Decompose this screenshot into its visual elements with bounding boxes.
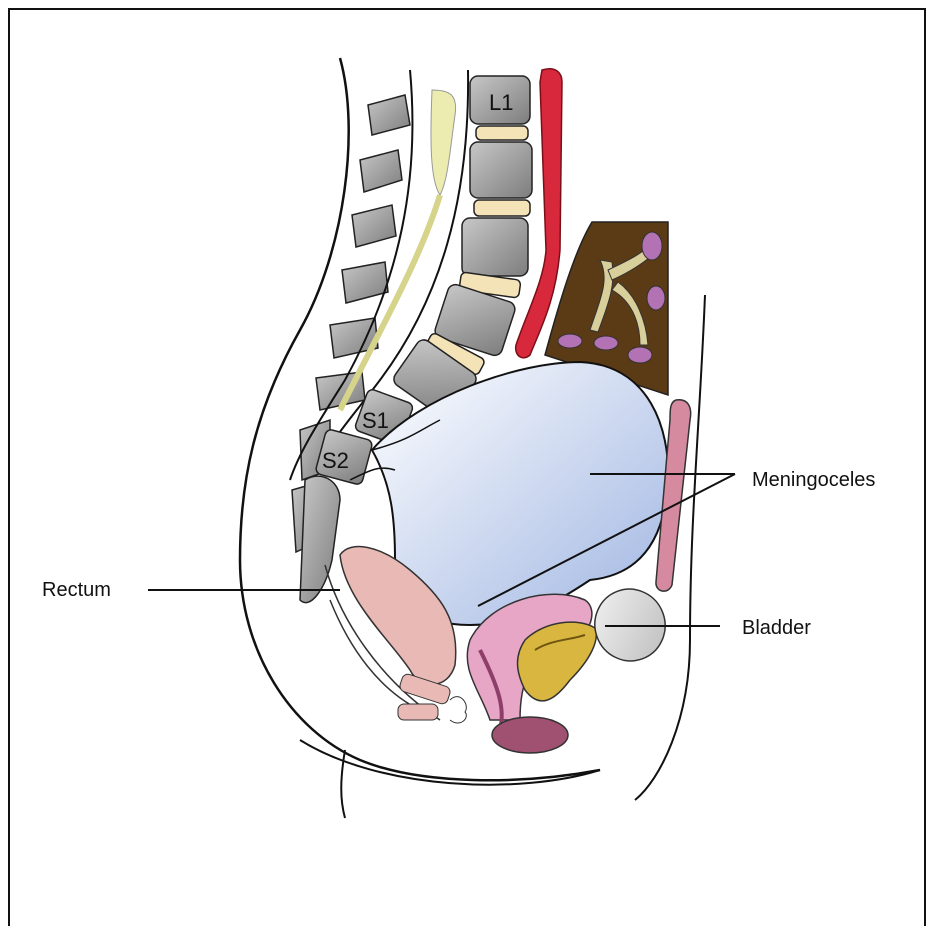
coccyx [300, 476, 340, 603]
label-l1: L1 [489, 90, 513, 115]
label-bladder: Bladder [742, 617, 811, 639]
label-s1: S1 [362, 408, 389, 433]
perineal-body [492, 717, 568, 753]
label-meningoceles: Meningoceles [752, 469, 875, 491]
spinal-cord [431, 90, 456, 195]
label-rectum: Rectum [42, 579, 111, 601]
label-s2: S2 [322, 448, 349, 473]
